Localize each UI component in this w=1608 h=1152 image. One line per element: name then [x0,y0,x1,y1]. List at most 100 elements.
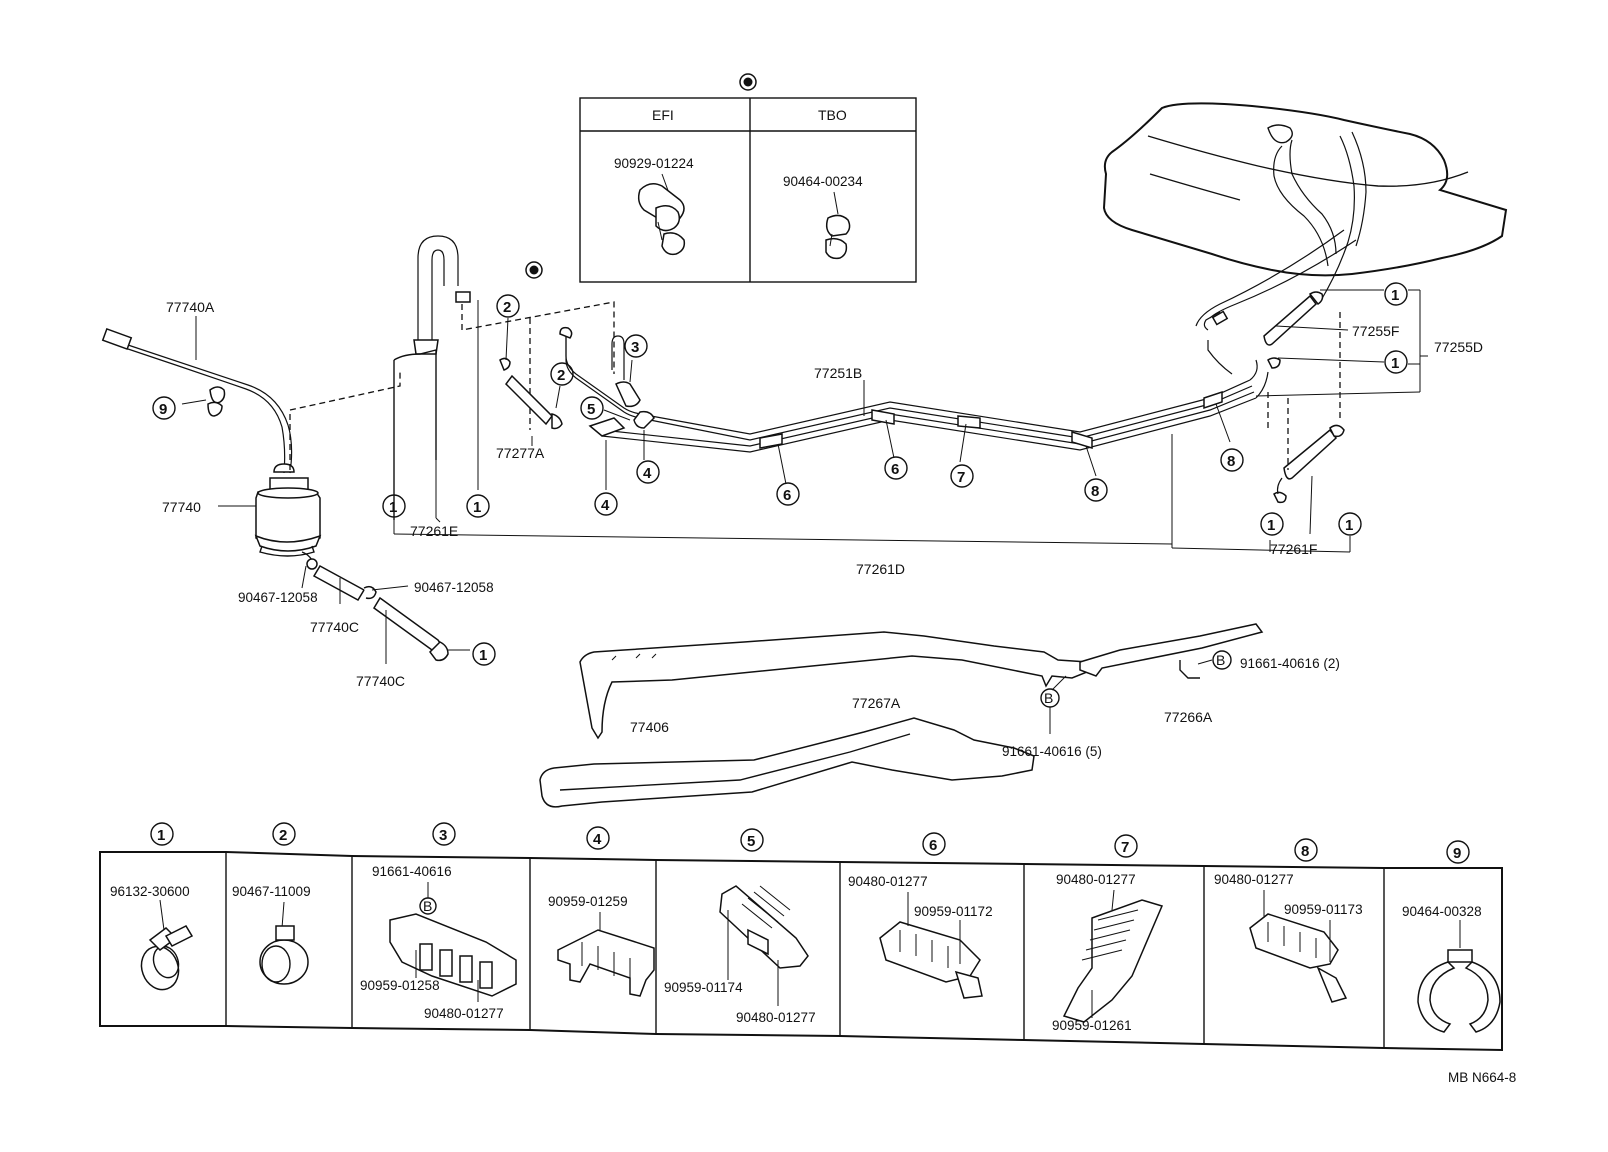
label-77740C-a: 77740C [310,619,359,635]
label-77266A: 77266A [1164,709,1213,725]
label-77255F: 77255F [1352,323,1399,339]
bolt-marker-upper: B [1197,650,1232,670]
svg-text:1: 1 [479,647,487,664]
dashed-link-top [461,301,615,374]
svg-text:4: 4 [601,497,610,514]
callout-1-a: 1 [382,494,406,518]
svg-text:1: 1 [473,499,481,516]
label-91661-2: 91661-40616 (2) [1240,656,1340,671]
legend-header-4: 4 [586,826,610,850]
callout-1-e: 1 [1384,350,1408,374]
callout-8-b: 8 [1220,448,1244,472]
legend-4-clip-illustration [557,912,655,997]
svg-text:2: 2 [279,827,287,844]
legend-8-part-b: 90959-01173 [1284,902,1363,917]
legend-header-2: 2 [272,822,296,846]
svg-text:6: 6 [783,487,791,504]
legend-3-part-c: 90480-01277 [424,1006,504,1021]
label-77267A: 77267A [852,695,901,711]
label-77277A: 77277A [496,445,545,461]
callout-4-a: 4 [636,460,660,484]
tbo-clamp-illustration [825,191,851,260]
legend-header-9: 9 [1446,840,1470,864]
legend-3-clip-illustration: B [389,882,517,1002]
label-77740A: 77740A [166,299,215,315]
label-90467-left: 90467-12058 [238,590,318,605]
callout-9: 9 [152,396,176,420]
svg-text:1: 1 [1345,517,1353,534]
frame-bracket-77406 [539,717,1035,808]
legend-4-part: 90959-01259 [548,894,628,909]
svg-text:3: 3 [439,827,447,844]
part-labels: 77740A 77740 90467-12058 90467-12058 777… [162,299,1516,1085]
label-77406: 77406 [630,719,669,735]
callout-1-g: 1 [1338,512,1362,536]
legend-8-clip-illustration [1249,890,1348,1003]
legend-5-clip-illustration [719,885,809,1006]
legend-7-clip-illustration [1062,889,1164,1023]
legend-header-3: 3 [432,822,456,846]
svg-text:3: 3 [631,339,639,356]
legend-header-1: 1 [150,822,174,846]
legend-header-5: 5 [740,828,764,852]
svg-text:1: 1 [157,827,165,844]
canister-group [101,327,449,662]
callout-1-b: 1 [466,494,490,518]
callout-5: 5 [580,396,604,420]
svg-text:8: 8 [1301,843,1309,860]
callout-1-d: 1 [1384,282,1408,306]
svg-text:1: 1 [1267,517,1275,534]
callout-8-a: 8 [1084,478,1108,502]
legend-header-7: 7 [1114,834,1138,858]
label-77251B: 77251B [814,365,862,381]
dashed-link-canister [289,372,401,470]
legend-2-clamp-illustration [259,901,309,985]
svg-text:4: 4 [593,831,602,848]
svg-text:6: 6 [891,461,899,478]
svg-text:9: 9 [1453,845,1461,862]
svg-text:8: 8 [1091,483,1099,500]
svg-text:1: 1 [1391,287,1399,304]
legend-5-part-b: 90480-01277 [736,1010,816,1025]
label-77261E: 77261E [410,523,458,539]
legend-2-part: 90467-11009 [232,884,311,899]
svg-text:5: 5 [747,833,755,850]
svg-text:B: B [1044,690,1053,706]
legend-7-part-a: 90480-01277 [1056,872,1136,887]
label-91661-5: 91661-40616 (5) [1002,744,1102,759]
svg-text:6: 6 [929,837,937,854]
label-77255D: 77255D [1434,339,1483,355]
callout-6-b: 6 [884,456,908,480]
callout-2-b: 2 [550,362,574,386]
callout-1-f: 1 [1260,512,1284,536]
inset-part-tbo: 90464-00234 [783,174,863,189]
callout-7: 7 [950,464,974,488]
callout-3: 3 [624,334,648,358]
drawing-number: MB N664-8 [1448,1070,1516,1085]
legend-3-part-b: 90959-01258 [360,978,440,993]
svg-text:2: 2 [503,299,511,316]
frame-bracket-77266A [1079,623,1264,679]
legend-1-clip-illustration [140,899,194,991]
legend-header-6: 6 [922,832,946,856]
label-77261D: 77261D [856,561,905,577]
label-77740: 77740 [162,499,201,515]
legend-8-part-a: 90480-01277 [1214,872,1294,887]
efi-clamp-illustration [637,173,686,256]
svg-text:9: 9 [159,401,167,418]
legend-6-part-b: 90959-01172 [914,904,993,919]
svg-text:5: 5 [587,401,595,418]
callout-6-a: 6 [776,482,800,506]
legend-header-8: 8 [1294,838,1318,862]
fuel-tank [1102,102,1508,327]
svg-text:7: 7 [957,469,965,486]
legend-5-part-a: 90959-01174 [664,980,743,995]
callout-4-b: 4 [594,492,618,516]
frame-bracket-77267A [579,631,1094,740]
label-77740C-b: 77740C [356,673,405,689]
label-90467-right: 90467-12058 [414,580,494,595]
label-77261F: 77261F [1270,541,1317,557]
svg-text:8: 8 [1227,453,1235,470]
inset-part-efi: 90929-01224 [614,156,694,171]
main-fuel-line [559,310,1269,453]
